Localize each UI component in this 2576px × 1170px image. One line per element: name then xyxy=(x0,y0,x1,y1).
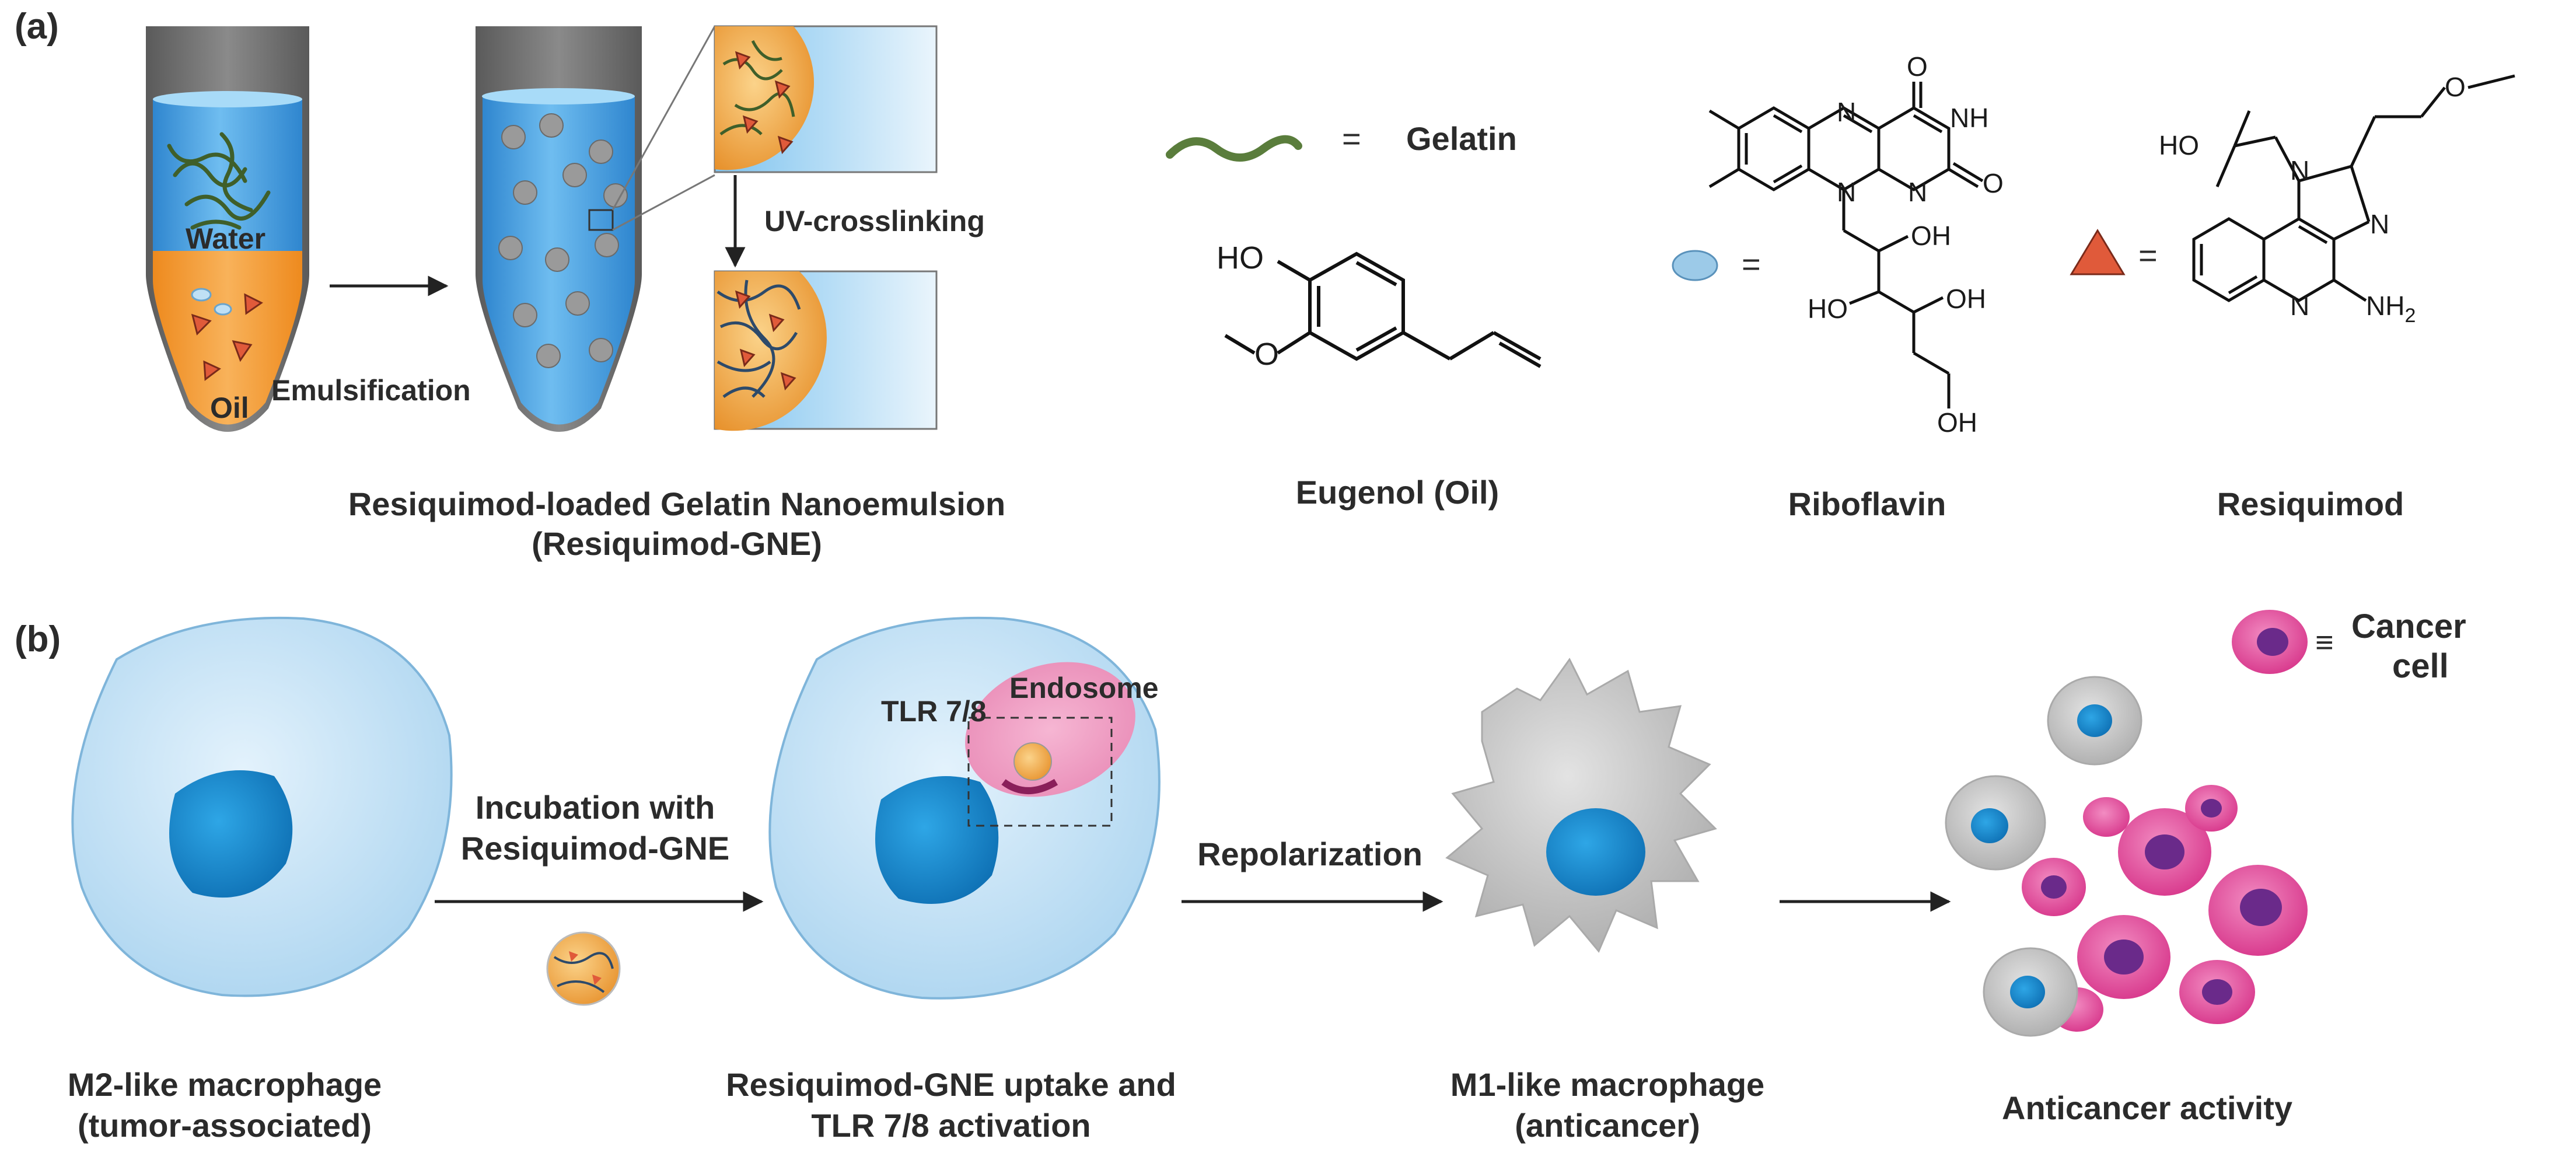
gne-caption-line2: (Resiquimod-GNE) xyxy=(532,525,822,562)
resiquimod-nh: NH xyxy=(2366,291,2404,321)
riboflavin-n3: N xyxy=(1837,177,1856,207)
riboflavin-structure xyxy=(1708,82,1984,408)
uv-crosslinking-label: UV-crosslinking xyxy=(764,205,985,238)
cancer-legend-line1: Cancer xyxy=(2351,607,2466,645)
resiquimod-n1: N xyxy=(2290,155,2309,186)
eugenol-caption: Eugenol (Oil) xyxy=(1295,474,1500,511)
riboflavin-o1: O xyxy=(1907,51,1928,82)
tube-nanoemulsion xyxy=(476,26,642,432)
resiquimod-n3: N xyxy=(2290,291,2309,321)
m1-macrophage xyxy=(1445,658,1717,953)
m2-macrophage xyxy=(71,616,453,997)
endosome-label: Endosome xyxy=(1009,672,1159,704)
oil-label: Oil xyxy=(210,392,249,424)
gelatin-label: Gelatin xyxy=(1406,120,1517,157)
gelatin-equals: = xyxy=(1342,120,1361,157)
riboflavin-n1: N xyxy=(1837,97,1856,127)
cancer-legend-line2: cell xyxy=(2392,647,2449,685)
riboflavin-ellipse-icon xyxy=(1672,250,1718,281)
eugenol-structure xyxy=(1224,252,1542,368)
m1-caption-line1: M1-like macrophage xyxy=(1450,1066,1765,1103)
tube-before-emulsification xyxy=(146,26,309,432)
riboflavin-ho: HO xyxy=(1808,294,1848,324)
resiquimod-structure xyxy=(2192,74,2515,302)
gne-particle-icon xyxy=(546,931,621,1006)
riboflavin-equals: = xyxy=(1742,246,1761,282)
resiquimod-ho: HO xyxy=(2159,130,2199,160)
water-label: Water xyxy=(186,222,266,255)
gelatin-strand-icon xyxy=(1166,135,1302,162)
uptake-caption-line2: TLR 7/8 activation xyxy=(811,1107,1091,1144)
resiquimod-atoms: HO N N N O NH2 xyxy=(2159,72,2466,327)
riboflavin-o2: O xyxy=(1983,168,2004,198)
activated-macrophage xyxy=(768,616,1161,1000)
riboflavin-oh2: OH xyxy=(1946,284,1986,314)
anticancer-cluster xyxy=(1945,676,2308,1037)
riboflavin-oh1: OH xyxy=(1911,221,1951,251)
m2-caption-line1: M2-like macrophage xyxy=(67,1066,382,1103)
gne-caption-line1: Resiquimod-loaded Gelatin Nanoemulsion xyxy=(348,486,1006,522)
panel-a-label: (a) xyxy=(15,6,59,47)
resiquimod-equals: = xyxy=(2138,237,2158,274)
riboflavin-nh: NH xyxy=(1950,103,1988,133)
m1-caption-line2: (anticancer) xyxy=(1515,1107,1700,1144)
zoom-droplet-crosslinked xyxy=(714,270,938,431)
m2-caption-line2: (tumor-associated) xyxy=(77,1107,372,1144)
cancer-cell-legend-icon xyxy=(2232,610,2308,674)
macrophages-attacking xyxy=(1945,676,2142,1037)
panel-b-label: (b) xyxy=(15,619,61,659)
anticancer-caption: Anticancer activity xyxy=(2002,1089,2292,1126)
resiquimod-nh2: NH2 xyxy=(2366,291,2416,327)
incubation-line1: Incubation with xyxy=(475,789,715,826)
zoom-droplet-before xyxy=(714,25,938,173)
resiquimod-nh2-subscript: 2 xyxy=(2404,305,2416,327)
zoom-lines xyxy=(611,26,716,231)
resiquimod-caption: Resiquimod xyxy=(2217,486,2404,522)
riboflavin-atoms: O NH O N N N OH HO OH OH xyxy=(1808,51,2004,438)
eugenol-ho-text: HO xyxy=(1217,240,1264,275)
incubation-line2: Resiquimod-GNE xyxy=(460,830,730,867)
riboflavin-n2: N xyxy=(1908,177,1927,207)
resiquimod-n2: N xyxy=(2370,209,2389,239)
eugenol-o-text: O xyxy=(1254,337,1279,372)
repolarization-label: Repolarization xyxy=(1197,836,1422,872)
uptake-caption-line1: Resiquimod-GNE uptake and xyxy=(726,1066,1176,1103)
riboflavin-oh3: OH xyxy=(1937,407,1977,438)
riboflavin-caption: Riboflavin xyxy=(1788,486,1946,522)
emulsification-label: Emulsification xyxy=(271,374,471,407)
resiquimod-o: O xyxy=(2445,72,2466,102)
cancer-legend-equiv: ≡ xyxy=(2315,625,2334,660)
tlr-label: TLR 7/8 xyxy=(881,695,987,728)
resiquimod-triangle-icon xyxy=(2070,229,2126,275)
